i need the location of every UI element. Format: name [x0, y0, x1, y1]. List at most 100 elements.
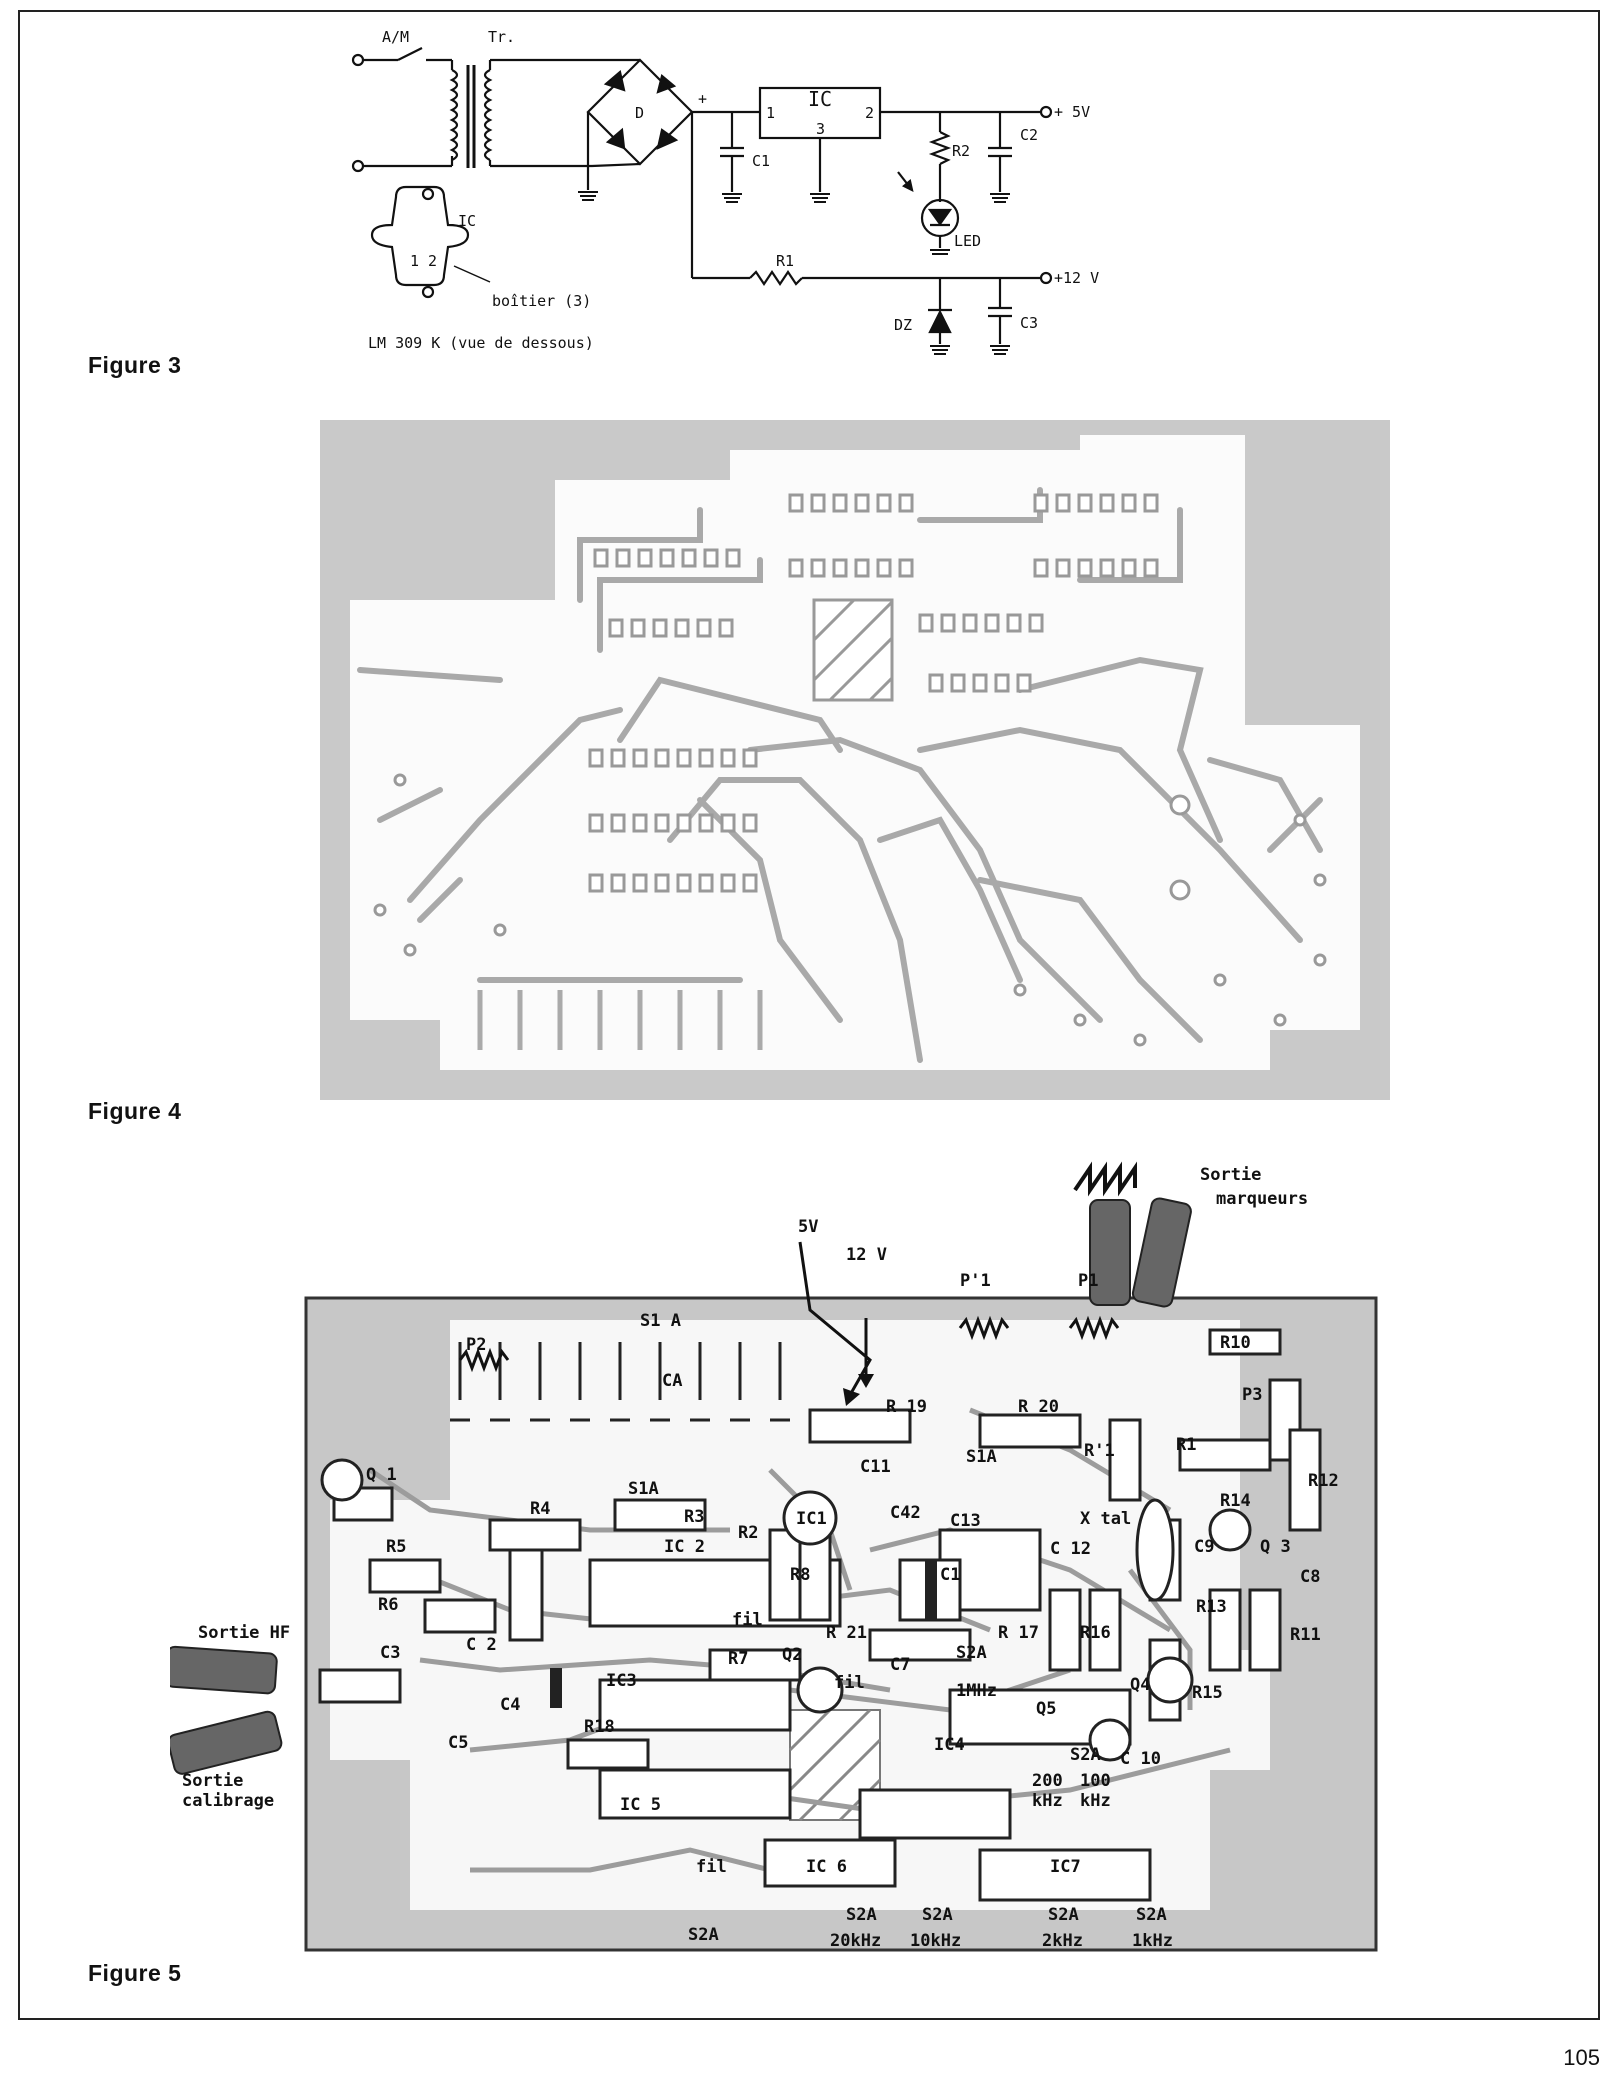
- page-frame: [18, 10, 1600, 2020]
- label-c11: C11: [860, 1457, 891, 1477]
- label-r1: R1: [1176, 1435, 1196, 1455]
- label-plus: +: [698, 90, 707, 108]
- label-r14: R14: [1220, 1491, 1251, 1511]
- label-ic4: IC4: [934, 1735, 965, 1755]
- label-c3: C3: [380, 1643, 400, 1663]
- label-c7: C7: [890, 1655, 910, 1675]
- figure-5-label: Figure 5: [88, 1960, 182, 1986]
- label-r1: R1: [776, 252, 794, 270]
- label-c9: C9: [1194, 1537, 1214, 1557]
- label-out-12v: +12 V: [1054, 269, 1099, 287]
- label-s2a-20: S2A: [846, 1905, 877, 1925]
- label-pin3: 3: [816, 120, 825, 138]
- label-c12: C 12: [1050, 1539, 1091, 1559]
- label-12v: 12 V: [846, 1245, 887, 1265]
- label-r18: R18: [584, 1717, 615, 1737]
- label-r10: R10: [1220, 1333, 1251, 1353]
- label-sortie-hf: Sortie HF: [198, 1623, 290, 1643]
- label-c42: C42: [890, 1503, 921, 1523]
- label-r19: R 19: [886, 1397, 927, 1417]
- label-c1: C1: [940, 1565, 960, 1585]
- label-s2a-2: S2A: [1048, 1905, 1079, 1925]
- figure-5-layout: S1 A CA P2 Q 1 R4 S1A R3 R5 R6 C 2 C3 C4…: [170, 1161, 1378, 1952]
- label-r2: R2: [738, 1523, 758, 1543]
- label-khz-a: kHz: [1032, 1791, 1063, 1811]
- label-p2: P2: [466, 1335, 486, 1355]
- label-r7: R7: [728, 1649, 748, 1669]
- label-ic2: IC 2: [664, 1537, 705, 1557]
- label-1mhz: 1MHz: [956, 1681, 997, 1701]
- label-sortie-marqueurs-1: Sortie: [1200, 1165, 1261, 1185]
- label-c10: C 10: [1120, 1749, 1161, 1769]
- label-5v: 5V: [798, 1217, 818, 1237]
- label-out-5v: + 5V: [1054, 103, 1090, 121]
- label-dz: DZ: [894, 316, 912, 334]
- label-transformer: Tr.: [488, 28, 515, 46]
- label-pkg-case: boîtier (3): [492, 292, 591, 310]
- label-c5: C5: [448, 1733, 468, 1753]
- label-p3: P3: [1242, 1385, 1262, 1405]
- label-pin1: 1: [766, 104, 775, 122]
- label-s2a-mid: S2A: [1070, 1745, 1101, 1765]
- label-q2: Q2: [782, 1645, 802, 1665]
- label-r12: R12: [1308, 1471, 1339, 1491]
- label-xtal: X tal: [1080, 1509, 1131, 1529]
- label-s2a-1: S2A: [1136, 1905, 1167, 1925]
- label-c1: C1: [752, 152, 770, 170]
- label-r8: R8: [790, 1565, 810, 1585]
- label-r16: R16: [1080, 1623, 1111, 1643]
- label-r20: R 20: [1018, 1397, 1059, 1417]
- label-20khz: 20kHz: [830, 1931, 881, 1951]
- figure-3-schematic: A/M Tr. D + IC 1 2 3 C1 R2 C2 LED R1 DZ …: [351, 28, 1099, 355]
- label-p1prime: P'1: [960, 1271, 991, 1291]
- label-r17: R 17: [998, 1623, 1039, 1643]
- label-led: LED: [954, 232, 981, 250]
- figure-3-label: Figure 3: [88, 352, 182, 378]
- label-khz-b: kHz: [1080, 1791, 1111, 1811]
- label-s1a-3: S1A: [966, 1447, 997, 1467]
- label-r6: R6: [378, 1595, 398, 1615]
- label-ca: CA: [662, 1371, 682, 1391]
- label-r11: R11: [1290, 1625, 1321, 1645]
- label-pkg-pins: 1 2: [410, 252, 437, 270]
- label-s1a-2: S1A: [628, 1479, 659, 1499]
- label-q3: Q 3: [1260, 1537, 1291, 1557]
- label-ic3: IC3: [606, 1671, 637, 1691]
- label-sortie-calibrage-1: Sortie: [182, 1771, 243, 1791]
- label-r5: R5: [386, 1537, 406, 1557]
- label-c3: C3: [1020, 314, 1038, 332]
- label-fil-2: fil: [834, 1673, 865, 1693]
- label-fil-1: fil: [732, 1610, 763, 1630]
- label-s2a-bottom: S2A: [688, 1925, 719, 1945]
- label-1khz: 1kHz: [1132, 1931, 1173, 1951]
- label-r13: R13: [1196, 1597, 1227, 1617]
- label-q5: Q5: [1036, 1699, 1056, 1719]
- label-pkg-ic: IC: [458, 212, 476, 230]
- label-c2: C 2: [466, 1635, 497, 1655]
- label-r3: R3: [684, 1507, 704, 1527]
- label-sortie-calibrage-2: calibrage: [182, 1791, 274, 1811]
- label-200: 200: [1032, 1771, 1063, 1791]
- label-bridge: D: [635, 104, 644, 122]
- label-ic6: IC 6: [806, 1857, 847, 1877]
- label-r1prime: R'1: [1084, 1441, 1115, 1461]
- label-p1: P1: [1078, 1271, 1098, 1291]
- label-r21: R 21: [826, 1623, 867, 1643]
- label-s2a-1mhz: S2A: [956, 1643, 987, 1663]
- label-ic: IC: [808, 87, 832, 111]
- page-number: 105: [1563, 2045, 1600, 2070]
- figure-4-label: Figure 4: [88, 1098, 182, 1124]
- label-q4: Q4: [1130, 1675, 1150, 1695]
- label-q1: Q 1: [366, 1465, 397, 1485]
- label-ic5: IC 5: [620, 1795, 661, 1815]
- figure-4-pcb: [320, 420, 1390, 1100]
- label-10khz: 10kHz: [910, 1931, 961, 1951]
- label-sortie-marqueurs-2: marqueurs: [1216, 1189, 1308, 1209]
- label-2khz: 2kHz: [1042, 1931, 1083, 1951]
- label-ic7: IC7: [1050, 1857, 1081, 1877]
- label-r2: R2: [952, 142, 970, 160]
- label-pin2: 2: [865, 104, 874, 122]
- label-s1a-top: S1 A: [640, 1311, 681, 1331]
- label-pkg-caption: LM 309 K (vue de dessous): [368, 334, 594, 352]
- label-c4: C4: [500, 1695, 520, 1715]
